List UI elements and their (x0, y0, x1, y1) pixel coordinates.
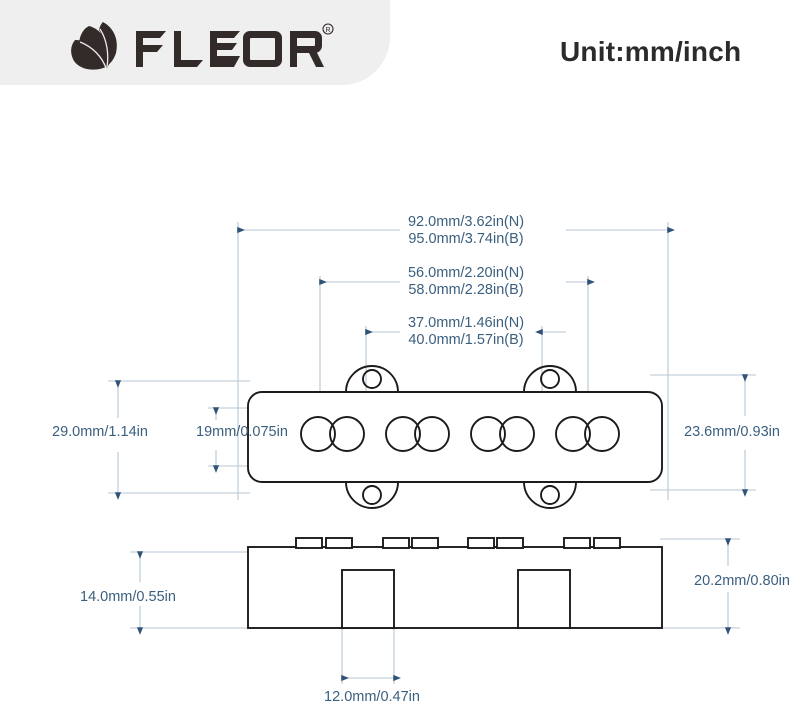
dim-label-overall-height: 20.2mm/0.80in (694, 573, 790, 589)
dim-label-hole-spacing-b: 58.0mm/2.28in(B) (408, 282, 524, 298)
mounting-tab-top-right (523, 365, 577, 393)
dimension-lines-side (114, 374, 749, 500)
svg-text:R: R (325, 27, 330, 34)
side-pole-tabs (295, 537, 621, 549)
leaf-logo-icon (70, 20, 124, 72)
side-mounting-ear-left (341, 569, 395, 629)
dim-label-ear-width: 12.0mm/0.47in (324, 689, 420, 705)
pickup-top-view (247, 365, 663, 509)
screw-hole-top-left (362, 369, 382, 389)
screw-hole-top-right (540, 369, 560, 389)
dim-label-body-height: 14.0mm/0.55in (80, 589, 176, 605)
brand-logo: R (70, 18, 334, 74)
dim-label-pole-span-b: 40.0mm/1.57in(B) (408, 332, 524, 348)
dim-label-pole-span: 37.0mm/1.46in(N) 40.0mm/1.57in(B) (408, 315, 524, 349)
pole-pieces (300, 416, 620, 452)
dim-label-overall-length-n: 92.0mm/3.62in(N) (407, 214, 525, 230)
mounting-tab-bottom-left (345, 481, 399, 509)
dim-label-overall-length: 92.0mm/3.62in(N) 95.0mm/3.74in(B) (408, 214, 524, 248)
dim-label-tab-width: 23.6mm/0.93in (684, 424, 780, 440)
extension-lines (108, 222, 756, 684)
mounting-tab-top-left (345, 365, 399, 393)
side-mounting-ear-right (517, 569, 571, 629)
pickup-side-view (247, 537, 663, 629)
dim-label-overall-width: 29.0mm/1.14in (52, 424, 148, 440)
side-body-outline (247, 546, 663, 629)
screw-hole-bottom-right (540, 485, 560, 505)
brand-wordmark: R (134, 20, 334, 72)
dim-label-hole-spacing: 56.0mm/2.20in(N) 58.0mm/2.28in(B) (408, 265, 524, 299)
screw-hole-bottom-left (362, 485, 382, 505)
logo-banner (0, 0, 390, 85)
dim-label-pole-span-n: 37.0mm/1.46in(N) (407, 315, 525, 331)
pickup-body-outline (247, 391, 663, 483)
mounting-tab-bottom-right (523, 481, 577, 509)
unit-label: Unit:mm/inch (560, 36, 742, 67)
dim-label-hole-spacing-n: 56.0mm/2.20in(N) (407, 265, 525, 281)
dimension-lines-top (237, 226, 675, 336)
dimension-lines-lower (136, 538, 732, 682)
dim-label-overall-length-b: 95.0mm/3.74in(B) (408, 231, 524, 247)
dim-label-body-width: 19mm/0.075in (196, 424, 288, 440)
